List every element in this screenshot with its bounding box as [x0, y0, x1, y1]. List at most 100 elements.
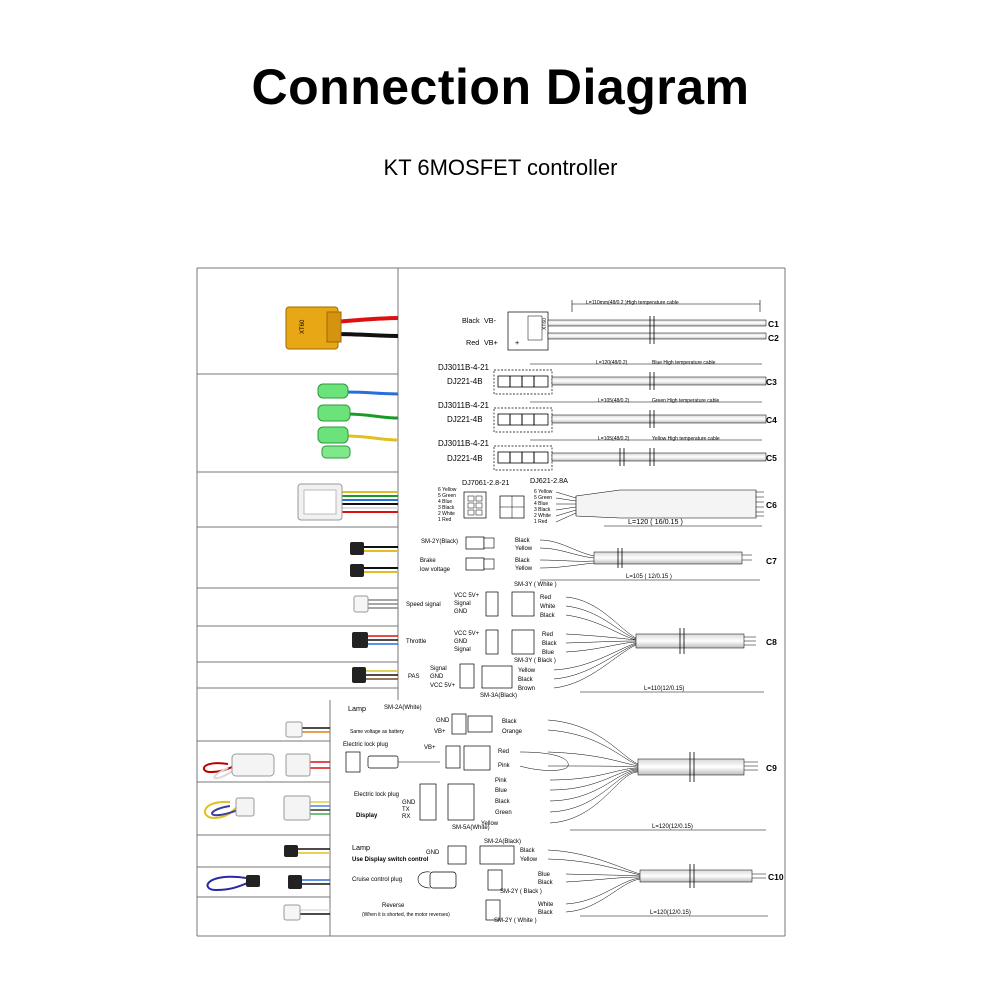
c8-gnd-2: GND: [454, 639, 468, 645]
svg-text:1 Red: 1 Red: [438, 517, 452, 523]
c10-control-cable: Lamp Use Display switch control SM-2A(Bl…: [352, 839, 784, 924]
c7-wire-3: Black: [515, 558, 531, 564]
c3-phase-cable: DJ3011B-4-21 DJ221-4B L=120(48/0.2) Blue…: [438, 360, 777, 395]
c9-vb-plus-2: VB+: [424, 745, 436, 751]
c2-red-label: Red: [466, 338, 479, 347]
c10-blue: Blue: [538, 872, 551, 878]
svg-text:6 Yellow: 6 Yellow: [534, 489, 553, 495]
c8-vcc-3: VCC 5V+: [430, 683, 456, 689]
c9-pink: Pink: [498, 763, 511, 769]
c6-model-left: DJ7061-2.8-21: [462, 478, 510, 487]
c3-model-top: DJ3011B-4-21: [438, 363, 490, 372]
c9-display-connector: SM-5A(White): [452, 825, 490, 831]
svg-text:4 Blue: 4 Blue: [438, 499, 452, 505]
lamp-switch-connector-photo: [284, 845, 330, 857]
c10-black2: Black: [538, 880, 554, 886]
throttle-wire-2: Black: [542, 641, 558, 647]
speed-wire-2: White: [540, 604, 556, 610]
electric-lock-photo: [202, 753, 330, 780]
c8-mid-connector: SM-3Y ( Black ): [514, 658, 556, 664]
c9-tx: TX: [402, 807, 410, 813]
c9-gnd: GND: [436, 718, 450, 724]
c1-c2-power-leads: L=110mm(48/0.2 )High temperature cable X…: [462, 300, 779, 351]
svg-text:4 Blue: 4 Blue: [534, 501, 548, 507]
display-wire-4: Green: [495, 810, 512, 816]
c7-length: L=105 ( 12/0.15 ): [626, 574, 672, 580]
c6-pin-labels-right: 6 Yellow 5 Green 4 Blue 3 Black 2 White …: [534, 489, 553, 525]
speed-sensor-connector-photo: [353, 595, 398, 613]
c6-id: C6: [766, 500, 777, 510]
brake-low-voltage-label: low voltage: [420, 567, 451, 573]
c4-id: C4: [766, 415, 777, 425]
c10-cruise-connector: SM-2Y ( Black ): [500, 889, 542, 895]
c9-lock-label: Electric lock plug: [343, 742, 388, 748]
display-wire-5: Yellow: [481, 821, 499, 827]
c1-length-label: L=110mm(48/0.2 )High temperature cable: [586, 300, 679, 306]
c5-model-bottom: DJ221-4B: [447, 454, 483, 463]
c10-reverse-note: (When it is shorted, the motor reverses): [362, 912, 450, 918]
c9-lamp-connector: SM-2A(White): [384, 705, 422, 711]
c9-id: C9: [766, 763, 777, 773]
c1-black-label: Black: [462, 316, 480, 325]
c10-id: C10: [768, 872, 784, 882]
svg-text:6 Yellow: 6 Yellow: [438, 487, 457, 493]
c8-gnd-3: GND: [430, 674, 444, 680]
c8-id: C8: [766, 637, 777, 647]
c9-display-label: Display: [356, 813, 378, 819]
hall-connector-photo: [297, 483, 398, 521]
c9-same-voltage: Same voltage as battery: [350, 729, 404, 735]
c10-lamp-connector: SM-2A(Black): [484, 839, 521, 845]
speed-wire-3: Black: [540, 613, 556, 619]
pas-wire-1: Yellow: [518, 668, 536, 674]
pas-connector-photo: [352, 667, 398, 683]
c4-length: L=105(48/0.2): [598, 398, 630, 404]
c10-gnd: GND: [426, 850, 440, 856]
svg-text:1 Red: 1 Red: [534, 519, 548, 525]
brake-label: Brake: [420, 558, 436, 564]
c5-length: L=105(48/0.2): [598, 436, 630, 442]
c10-white: White: [538, 902, 554, 908]
c7-wire-4: Yellow: [515, 566, 533, 572]
display-wire-2: Blue: [495, 788, 508, 794]
c6-model-right: DJ621-2.8A: [530, 476, 568, 485]
c3-id: C3: [766, 377, 777, 387]
c10-switch-label: Use Display switch control: [352, 857, 429, 863]
throttle-connector-photo: [352, 632, 398, 648]
c4-desc: Green High temperature cable: [652, 398, 719, 404]
speed-signal-label: Speed signal: [406, 602, 441, 608]
throttle-label: Throttle: [406, 639, 427, 645]
diagram-frame: [196, 267, 786, 937]
page-title: Connection Diagram: [251, 59, 750, 115]
c8-signal-1: Signal: [454, 601, 471, 607]
c5-id: C5: [766, 453, 777, 463]
xt60-connector-photo: XT60: [285, 306, 399, 350]
throttle-wire-1: Red: [542, 632, 553, 638]
c9-rx: RX: [402, 814, 410, 820]
c9-length: L=120(12/0.15): [652, 824, 693, 830]
reverse-connector-photo: [283, 904, 330, 921]
c8-top-connector: SM-3Y ( White ): [514, 582, 557, 588]
c10-reverse-label: Reverse: [382, 903, 405, 909]
c10-black3: Black: [538, 910, 554, 916]
svg-text:5 Green: 5 Green: [438, 493, 456, 499]
c5-phase-cable: DJ3011B-4-21 DJ221-4B L=105(48/0.2) Yell…: [438, 436, 777, 471]
c4-model-top: DJ3011B-4-21: [438, 401, 490, 410]
c9-display-gnd: GND: [402, 800, 416, 806]
bullet-connectors-photo: [317, 383, 399, 459]
c10-yellow: Yellow: [520, 857, 538, 863]
xt60-label: XT60: [542, 318, 548, 330]
c10-cruise-label: Cruise control plug: [352, 877, 402, 883]
svg-text:5 Green: 5 Green: [534, 495, 552, 501]
pas-wire-2: Black: [518, 677, 534, 683]
c3-length: L=120(48/0.2): [596, 360, 628, 366]
c9-lock2-label: Electric lock plug: [354, 792, 399, 798]
c2-id: C2: [768, 333, 779, 343]
c1-id: C1: [768, 319, 779, 329]
pas-wire-3: Brown: [518, 686, 535, 692]
c9-accessory-cable: Lamp SM-2A(White) GND Same voltage as ba…: [343, 704, 777, 831]
c7-brake-cable: SM-2Y(Black) Brake low voltage Black Yel…: [420, 536, 777, 581]
display-wire-3: Black: [495, 799, 511, 805]
c7-connector-label: SM-2Y(Black): [421, 539, 458, 545]
plus-label: +: [515, 338, 519, 347]
